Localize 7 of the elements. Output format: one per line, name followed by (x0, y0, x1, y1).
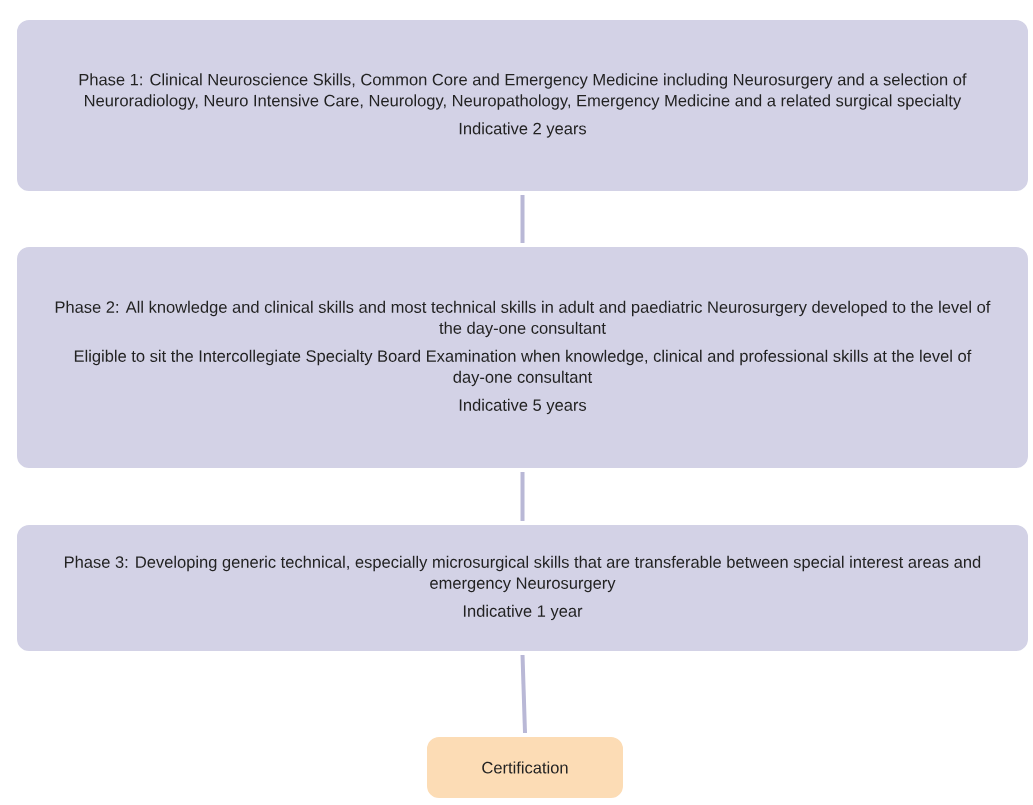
connector-line (520, 654, 527, 734)
connector-line (520, 195, 525, 243)
certification-box: Certification (423, 733, 627, 802)
connector-line (520, 472, 525, 521)
phase-box: Phase 2: All knowledge and clinical skills and most technical skills in adult and paediatric Neurosurgery developed to the level of the day-one consultant Eligible to sit the Intercollegiate Specialty Board Examination when knowledge, clinical and professional skills at the level of day-one consultant Indicative 5 years (13, 243, 1032, 472)
phase-box: Phase 3: Developing generic technical, especially microsurgical skills that are transferable between special interest areas and emergency Neurosurgery Indicative 1 year (13, 521, 1032, 655)
phase-box: Phase 1: Clinical Neuroscience Skills, Common Core and Emergency Medicine including Neurosurgery and a selection of Neuroradiology, Neuro Intensive Care, Neurology, Neuropathology, Emergency Medicine and a related surgical specialty Indicative 2 years (13, 16, 1032, 195)
